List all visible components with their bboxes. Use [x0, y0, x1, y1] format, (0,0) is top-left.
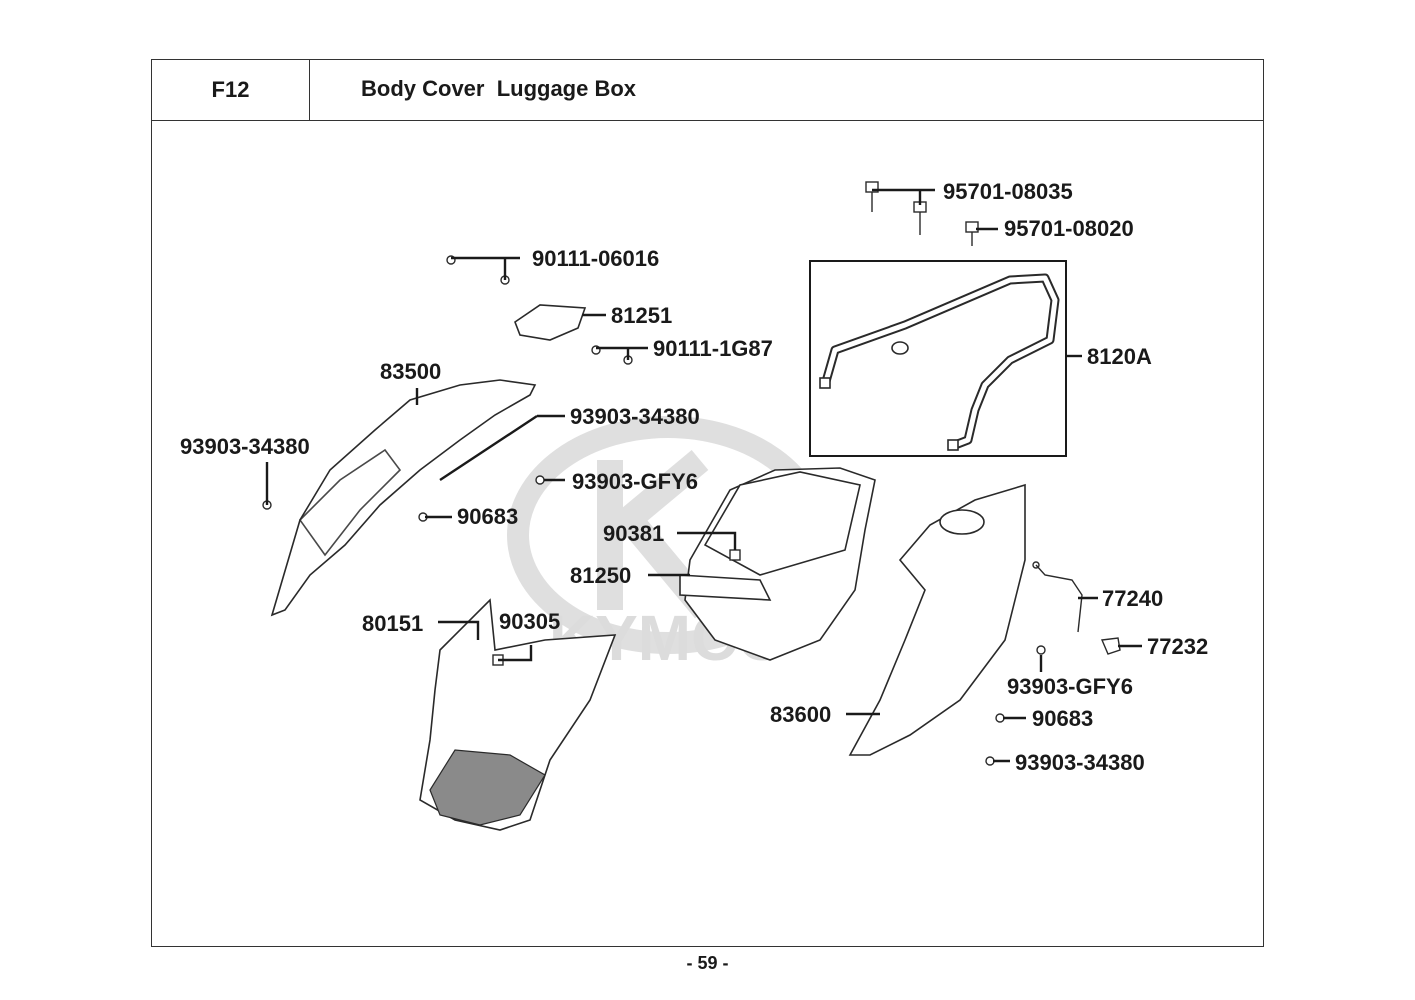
callout-95701-08020: 95701-08020	[1004, 216, 1134, 241]
luggage-box	[679, 467, 876, 661]
callout-90683-right: 90683	[1032, 706, 1093, 731]
callout-93903-34380-top: 93903-34380	[570, 404, 700, 429]
small-cover-81251	[514, 304, 587, 341]
carrier-group-box	[809, 260, 1067, 457]
callout-95701-08035: 95701-08035	[943, 179, 1073, 204]
diagram-frame	[151, 59, 1264, 947]
callout-77232: 77232	[1147, 634, 1208, 659]
callout-90305: 90305	[499, 609, 560, 634]
header-divider	[151, 120, 1264, 121]
right-body-cover	[848, 483, 1026, 756]
rear-carrier	[819, 273, 1060, 451]
callout-90111-1G87: 90111-1G87	[653, 336, 773, 361]
callout-8120A: 8120A	[1087, 344, 1152, 369]
callout-90381: 90381	[603, 521, 664, 546]
callout-93903-GFY6-right: 93903-GFY6	[1007, 674, 1133, 699]
callout-93903-34380-bottom: 93903-34380	[1015, 750, 1145, 775]
sheet-code: F12	[211, 77, 250, 102]
callout-93903-34380-left: 93903-34380	[180, 434, 310, 459]
callout-labels: 95701-08035 95701-08020 90111-06016 8125…	[180, 179, 1208, 775]
callout-90683-left: 90683	[457, 504, 518, 529]
callout-83500: 83500	[380, 359, 441, 384]
callout-81250: 81250	[570, 563, 631, 588]
callout-81251: 81251	[611, 303, 672, 328]
page-number: - 59 -	[686, 953, 729, 973]
callout-83600: 83600	[770, 702, 831, 727]
callout-80151: 80151	[362, 611, 423, 636]
sheet-title: Body Cover Luggage Box	[361, 76, 637, 101]
left-body-cover	[270, 379, 537, 617]
callout-93903-GFY6-left: 93903-GFY6	[572, 469, 698, 494]
callout-77240: 77240	[1102, 586, 1163, 611]
fastener-marks	[262, 181, 1121, 766]
leader-lines	[265, 188, 1142, 763]
front-inner-cover	[419, 598, 617, 831]
callout-90111-06016: 90111-06016	[532, 246, 659, 271]
